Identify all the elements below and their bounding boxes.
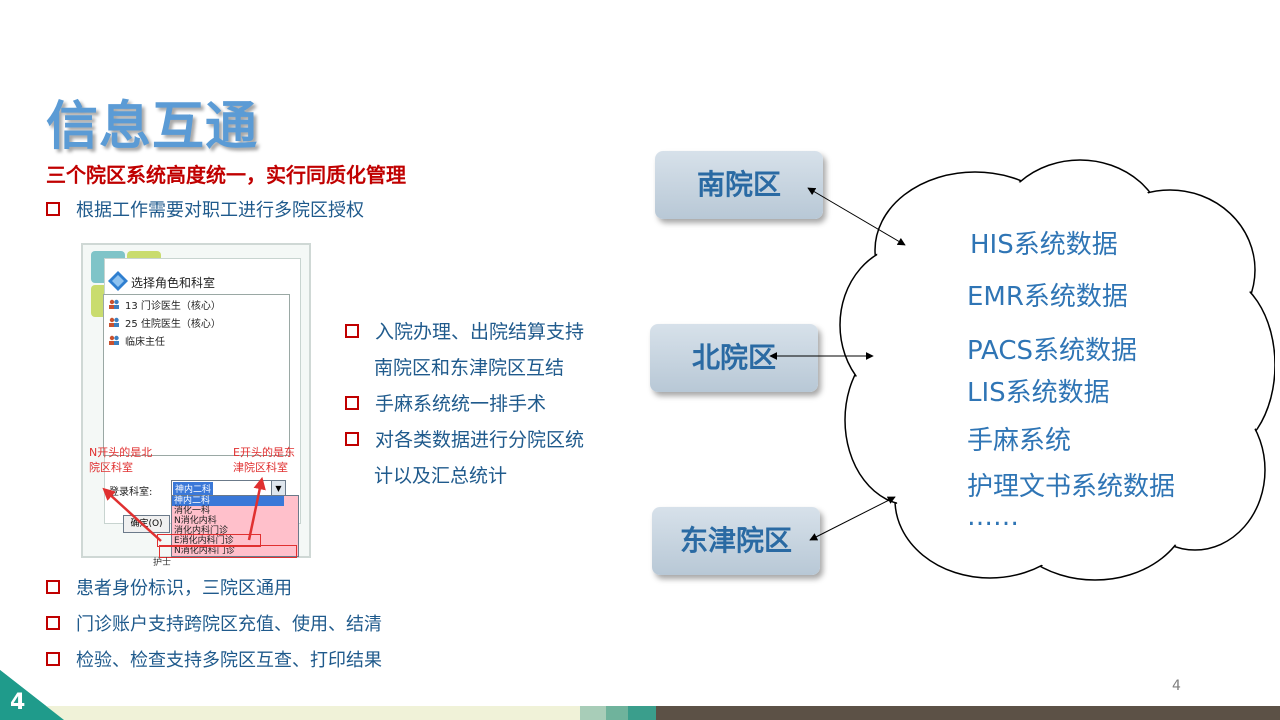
role-label: 13 门诊医生（核心） bbox=[125, 300, 221, 312]
square-bullet-icon bbox=[46, 652, 60, 666]
cloud-item-lis: LIS系统数据 bbox=[967, 378, 1110, 408]
square-bullet-icon bbox=[46, 616, 60, 630]
bullet-bottom-3: 检验、检查支持多院区互查、打印结果 bbox=[46, 646, 382, 672]
cloud-item-more: …… bbox=[967, 502, 1019, 532]
red-arrows bbox=[102, 476, 266, 542]
role-label: 25 住院医生（核心） bbox=[125, 318, 221, 330]
role-diamond-icon bbox=[108, 271, 128, 291]
bullet-text: 根据工作需要对职工进行多院区授权 bbox=[76, 200, 364, 221]
bullet-middle-3: 对各类数据进行分院区统 计以及汇总统计 bbox=[345, 422, 584, 494]
list-item[interactable]: 13 门诊医生（核心） bbox=[104, 295, 289, 313]
arrow-to-north-note bbox=[102, 487, 162, 542]
bullet-text: 检验、检查支持多院区互查、打印结果 bbox=[76, 650, 382, 671]
highlight-box bbox=[157, 534, 261, 547]
cloud-item-emr: EMR系统数据 bbox=[967, 282, 1128, 312]
campus-dongjin-box: 东津院区 bbox=[652, 507, 820, 575]
cloud-shape bbox=[839, 159, 1275, 581]
bullet-middle-1: 入院办理、出院结算支持 南院区和东津院区互结 bbox=[345, 314, 584, 386]
list-item[interactable]: 25 住院医生（核心） bbox=[104, 313, 289, 331]
dept-option[interactable]: N消化内科门诊 bbox=[174, 546, 235, 556]
highlight-box bbox=[159, 545, 297, 558]
bullet-bottom-1: 患者身份标识，三院区通用 bbox=[46, 574, 292, 600]
users-icon bbox=[109, 299, 119, 309]
role-list[interactable]: 13 门诊医生（核心） 25 住院医生（核心） 临床主任 bbox=[103, 294, 290, 456]
dept-option[interactable]: E消化内科门诊 bbox=[174, 536, 234, 546]
bullet-text: 手麻系统统一排手术 bbox=[375, 393, 547, 415]
campus-south-box: 南院区 bbox=[655, 151, 823, 219]
users-icon bbox=[109, 335, 119, 345]
chevron-down-icon[interactable]: ▼ bbox=[271, 481, 285, 496]
bullet-text: 门诊账户支持跨院区充值、使用、结清 bbox=[76, 614, 382, 635]
footer-band bbox=[0, 670, 1280, 720]
north-note: N开头的是北 院区科室 bbox=[89, 445, 152, 475]
ok-button[interactable]: 确定(O) bbox=[123, 515, 170, 533]
page-number: 4 bbox=[1172, 678, 1181, 694]
bullet-middle-2: 手麻系统统一排手术 bbox=[345, 386, 546, 422]
cloud-item-his: HIS系统数据 bbox=[970, 230, 1118, 260]
dept-option[interactable]: 消化内科门诊 bbox=[174, 526, 229, 536]
bullet-text: 入院办理、出院结算支持 bbox=[375, 321, 585, 343]
selected-dept: 神内二科 bbox=[173, 482, 214, 495]
login-dept-label: 登录科室: bbox=[109, 487, 153, 498]
note-line: E开头的是东 bbox=[233, 446, 295, 459]
note-line: 津院区科室 bbox=[233, 461, 288, 474]
cloud-item-anesthesia: 手麻系统 bbox=[967, 426, 1072, 456]
square-bullet-icon bbox=[46, 202, 60, 216]
nurse-label: 护士 bbox=[153, 558, 172, 568]
cloud-item-nursing: 护理文书系统数据 bbox=[967, 472, 1176, 502]
bullet-text: 南院区和东津院区互结 bbox=[374, 357, 565, 379]
cloud-item-pacs: PACS系统数据 bbox=[967, 336, 1138, 366]
square-bullet-icon bbox=[345, 323, 359, 338]
users-icon bbox=[109, 317, 119, 327]
bullet-text: 对各类数据进行分院区统 bbox=[375, 429, 585, 451]
note-line: N开头的是北 bbox=[89, 446, 153, 459]
dongjin-note: E开头的是东 津院区科室 bbox=[233, 445, 295, 475]
note-line: 院区科室 bbox=[89, 461, 133, 474]
list-item[interactable]: 临床主任 bbox=[104, 331, 289, 349]
bullet-text: 患者身份标识，三院区通用 bbox=[76, 578, 292, 599]
role-label: 临床主任 bbox=[125, 336, 165, 348]
dongjin-cloud-arrow bbox=[809, 496, 896, 541]
dept-option[interactable]: N消化内科 bbox=[174, 516, 217, 526]
role-dept-screenshot: 选择角色和科室 13 门诊医生（核心） 25 住院医生（核心） 临床主任 N开头… bbox=[81, 243, 311, 568]
square-bullet-icon bbox=[345, 431, 359, 446]
slide-title: 信息互通 bbox=[46, 97, 259, 157]
square-bullet-icon bbox=[345, 395, 359, 410]
slide-subtitle: 三个院区系统高度统一，实行同质化管理 bbox=[46, 163, 406, 187]
square-bullet-icon bbox=[46, 580, 60, 594]
bullet-text: 计以及汇总统计 bbox=[374, 465, 508, 487]
bullet-top: 根据工作需要对职工进行多院区授权 bbox=[46, 196, 364, 222]
arrow-to-dongjin-note bbox=[247, 476, 266, 541]
bullet-bottom-2: 门诊账户支持跨院区充值、使用、结清 bbox=[46, 610, 382, 636]
dept-option[interactable]: 神内二科 bbox=[172, 496, 284, 506]
dialog-title: 选择角色和科室 bbox=[131, 276, 216, 290]
south-cloud-arrow bbox=[807, 187, 906, 246]
corner-page-number: 4 bbox=[10, 690, 26, 715]
dept-option[interactable]: 消化一科 bbox=[174, 506, 211, 516]
